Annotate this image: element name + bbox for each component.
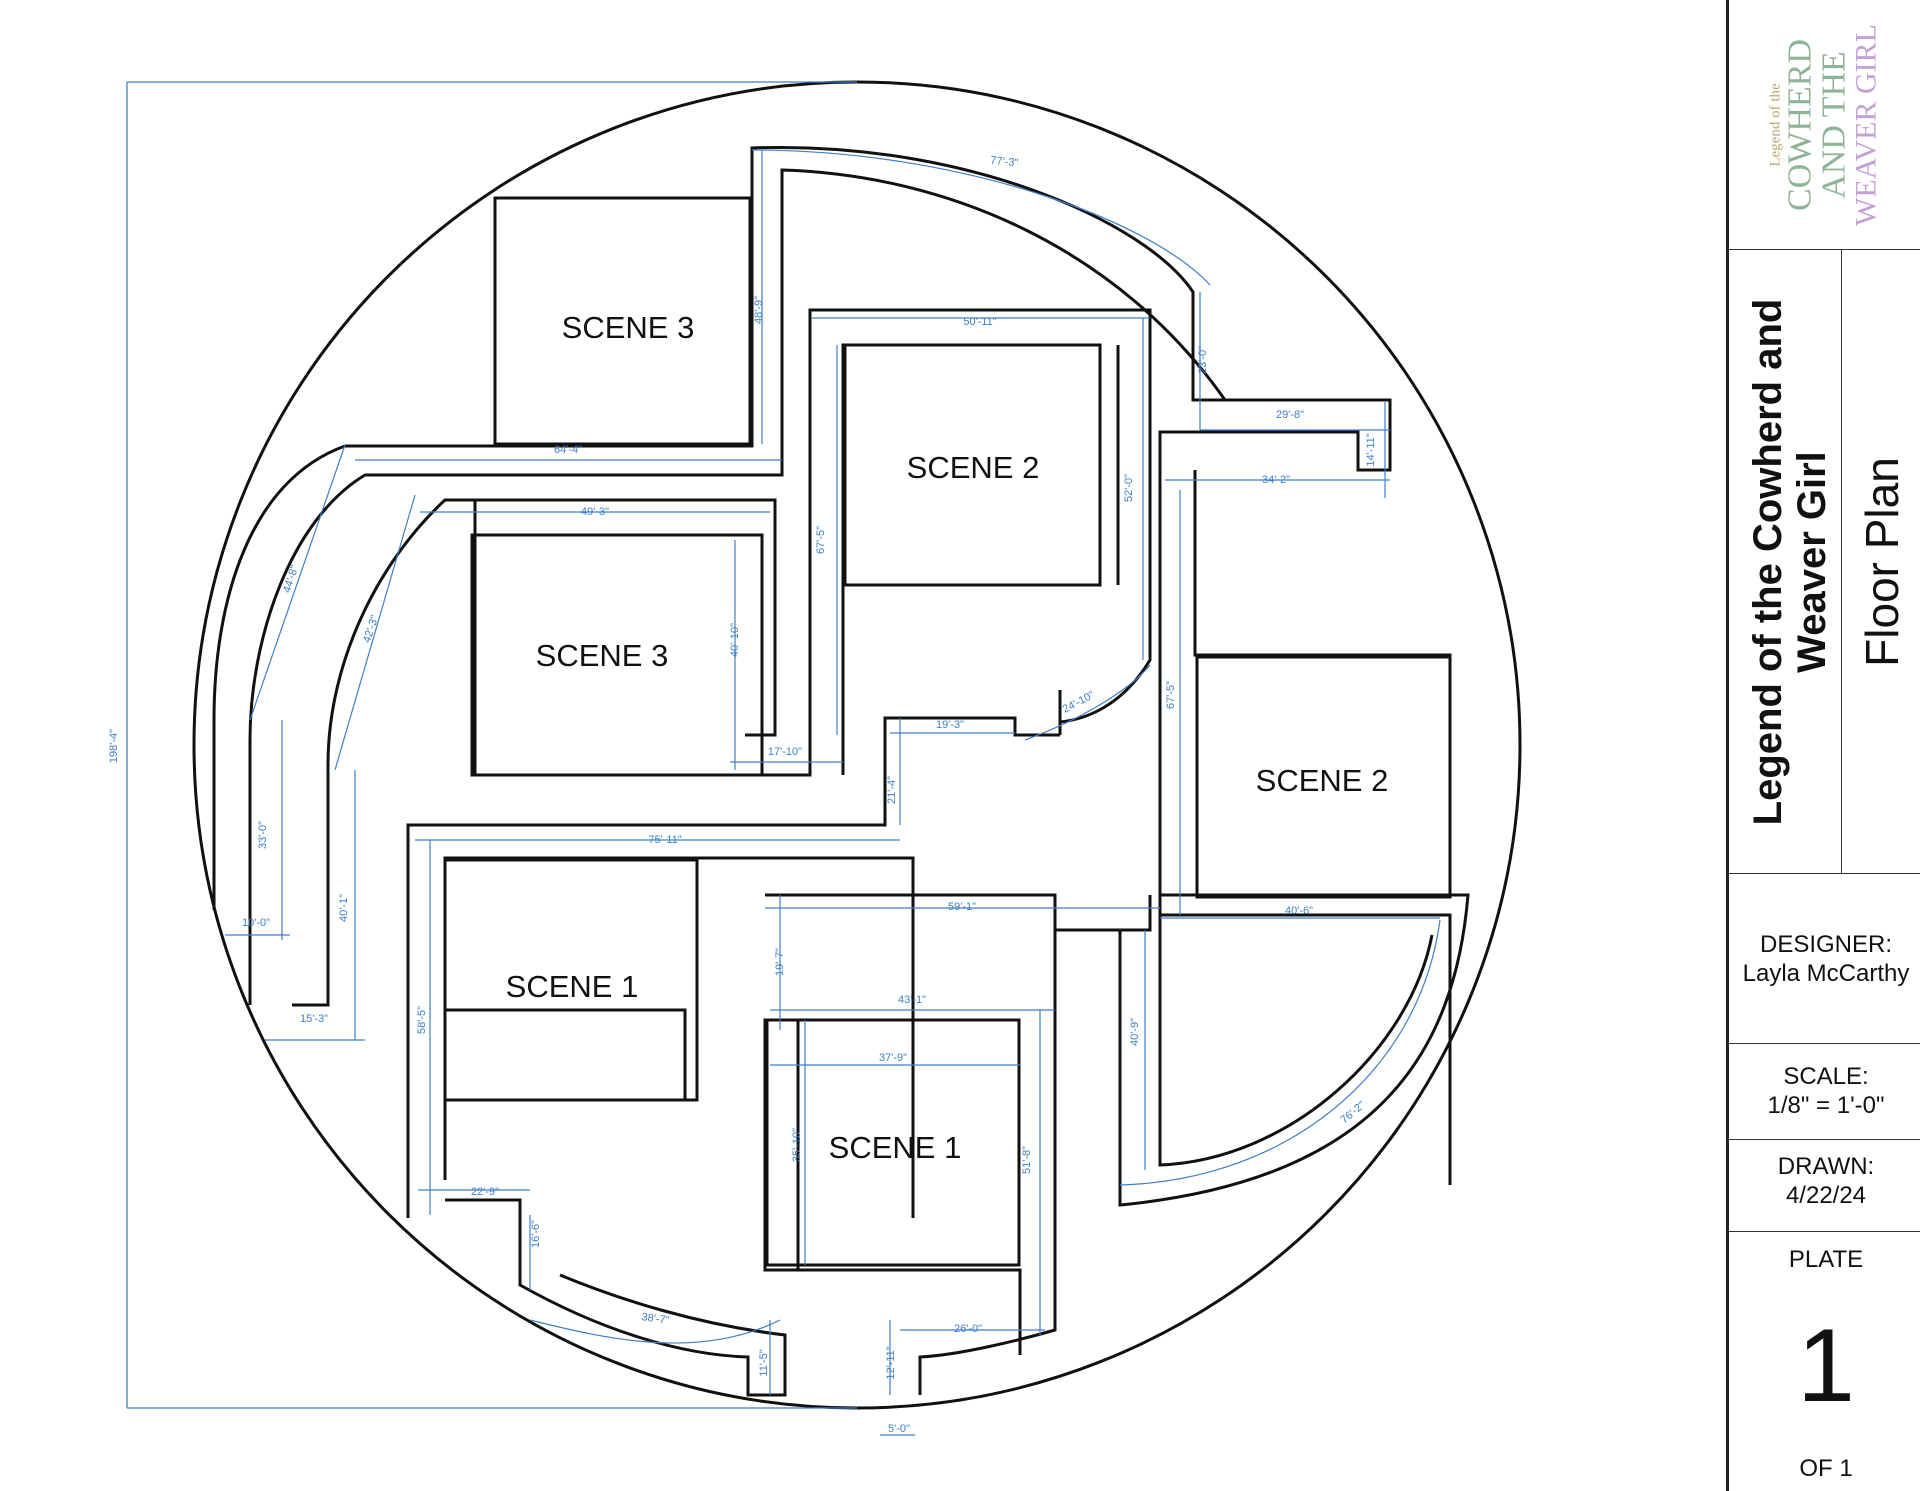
dimension-label: 11'-5"	[758, 1349, 770, 1376]
dimension-label: 10'-0"	[242, 917, 270, 929]
dimension-label: 51'-8"	[1021, 1146, 1033, 1174]
dimension-label: 75'-11"	[648, 834, 681, 846]
dimension-label: 50'-11"	[963, 316, 996, 328]
plate-of: OF 1	[1799, 1455, 1853, 1482]
dimension-label: 33'-0"	[257, 821, 269, 849]
dimension-label: 198'-4"	[108, 729, 120, 763]
title-divider	[1841, 250, 1842, 874]
plate-cell: PLATE 1 OF 1	[1729, 1232, 1920, 1491]
dimension-label: 40'-6"	[1285, 905, 1313, 917]
logo-line-2: COWHERD AND THE	[1781, 39, 1853, 211]
production-logo: Legend of the COWHERD AND THE WEAVER GIR…	[1768, 5, 1883, 245]
dimension-label: 17'-10"	[768, 746, 802, 758]
title-cell: Legend of the Cowherd and Weaver Girl Fl…	[1729, 250, 1920, 874]
dimension-label: 67'-5"	[815, 526, 827, 554]
dimension-label: 26'-0"	[954, 1323, 982, 1335]
dimension-label: 23'-0"	[1197, 346, 1209, 374]
dimension-label: 14'-11"	[1365, 433, 1377, 466]
plate-number: 1	[1797, 1308, 1855, 1424]
drawing-subtitle: Floor Plan	[1856, 457, 1908, 667]
scale-cell: SCALE: 1/8" = 1'-0"	[1729, 1044, 1920, 1140]
logo-cell: Legend of the COWHERD AND THE WEAVER GIR…	[1729, 0, 1920, 250]
scene-label: SCENE 1	[829, 1130, 962, 1165]
dimension-label: 64'-4"	[554, 444, 582, 456]
designer-cell: DESIGNER: Layla McCarthy	[1729, 874, 1920, 1044]
dimension-label: 59'-1"	[948, 901, 976, 913]
scene-3-lower-area	[470, 533, 764, 777]
scene-label: SCENE 1	[506, 969, 639, 1004]
dimension-label: 29'-8"	[1276, 409, 1304, 421]
dimension-label: 21'-4"	[886, 776, 898, 804]
dimension-label: 38'-7"	[641, 1311, 671, 1327]
scene-1-left-area	[443, 858, 699, 1102]
dimension-label: 34'-2"	[1262, 474, 1290, 486]
overall-dimension	[126, 81, 857, 1409]
dimension-lines	[225, 149, 1441, 1436]
scene-1-center-area	[765, 1018, 1021, 1267]
scene-2-right-area	[1195, 655, 1452, 899]
dimension-label: 15'-3"	[300, 1013, 328, 1025]
dimension-label: 48'-9"	[753, 296, 765, 324]
scene-label: SCENE 2	[1256, 763, 1389, 798]
dimension-label: 19'-3"	[936, 719, 964, 731]
drawn-label: DRAWN:	[1777, 1153, 1875, 1180]
scene-label: SCENE 3	[536, 638, 669, 673]
logo-line-3: WEAVER GIRL	[1849, 24, 1883, 226]
dimension-label: 77'-3"	[990, 155, 1019, 170]
dimension-label: 16'-6"	[530, 1220, 542, 1248]
scene-3-upper-area	[493, 196, 752, 446]
title-block: Legend of the COWHERD AND THE WEAVER GIR…	[1726, 0, 1920, 1491]
dimension-label: 40'-10"	[729, 623, 741, 657]
dimension-label: 58'-5"	[416, 1006, 428, 1034]
scale-value: 1/8" = 1'-0"	[1767, 1092, 1885, 1119]
dimension-label: 5'-0"	[888, 1423, 910, 1435]
scene-2-upper-area	[843, 343, 1102, 587]
plate-label: PLATE	[1788, 1246, 1864, 1273]
scene-labels: SCENE 3 SCENE 2 SCENE 3 SCENE 2 SCENE 1 …	[506, 310, 1389, 1165]
dimension-label: 52'-0"	[1123, 474, 1135, 502]
scene-label: SCENE 3	[562, 310, 695, 345]
dimension-label: 22'-9"	[471, 1186, 499, 1198]
scene-areas	[443, 196, 1452, 1267]
dimension-label: 19'-7"	[774, 948, 786, 976]
dimension-label: 76'-2"	[1338, 1099, 1367, 1126]
drawn-date: 4/22/24	[1785, 1182, 1867, 1209]
stage-boundary-circle	[192, 80, 1522, 1410]
drawn-cell: DRAWN: 4/22/24	[1729, 1140, 1920, 1232]
dimension-labels: 198'-4" 77'-3" 48'-9" 50'-11" 23'-0" 29'…	[108, 155, 1377, 1435]
scale-label: SCALE:	[1783, 1063, 1869, 1090]
dimension-label: 40'-1"	[338, 894, 350, 922]
dimension-label: 37'-9"	[879, 1052, 907, 1064]
dimension-label: 35'-10"	[791, 1128, 803, 1162]
scene-label: SCENE 2	[907, 450, 1040, 485]
dimension-label: 42'-3"	[361, 614, 381, 644]
drawing-title: Legend of the Cowherd and Weaver Girl	[1746, 298, 1834, 826]
dimension-label: 12'-11"	[885, 1346, 897, 1379]
floor-plan-drawing: SCENE 3 SCENE 2 SCENE 3 SCENE 2 SCENE 1 …	[108, 80, 1522, 1436]
maze-walls	[212, 145, 1470, 1397]
dimension-label: 67'-5"	[1165, 681, 1177, 709]
dimension-label: 49'-3"	[581, 506, 609, 518]
dimension-label: 24'-10"	[1061, 689, 1097, 716]
designer-name: Layla McCarthy	[1742, 960, 1910, 987]
designer-label: DESIGNER:	[1759, 931, 1893, 958]
dimension-label: 43'-1"	[898, 994, 926, 1006]
dimension-label: 40'-9"	[1129, 1018, 1141, 1046]
